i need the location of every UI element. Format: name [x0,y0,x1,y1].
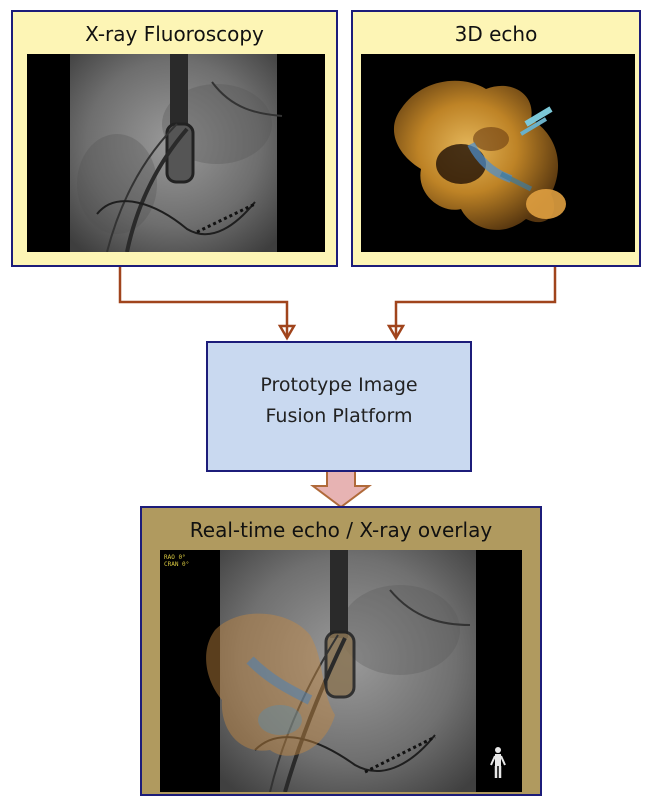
overlay-corner-line2: CRAN 0° [164,561,189,568]
fusion-to-overlay-arrow [313,470,369,507]
fusion-label-line1: Prototype Image [208,370,470,401]
overlay-corner-line1: RAO 0° [164,554,189,561]
3d-echo-image [361,54,635,252]
connector-echo-to-fusion [396,266,555,336]
fusion-label-line2: Fusion Platform [208,401,470,432]
realtime-overlay-image: RAO 0° CRAN 0° [160,550,522,792]
person-orientation-icon [491,747,505,778]
overlay-panel-title: Real-time echo / X-ray overlay [142,518,540,542]
3d-echo-panel: 3D echo [351,10,641,267]
xray-fluoroscopy-image [27,54,325,252]
overlay-corner-annotation: RAO 0° CRAN 0° [164,554,189,568]
fusion-platform-box: Prototype Image Fusion Platform [206,341,472,472]
fusion-platform-label: Prototype Image Fusion Platform [208,370,470,432]
xray-fluoroscopy-panel: X-ray Fluoroscopy [11,10,338,267]
xray-panel-title: X-ray Fluoroscopy [13,22,336,46]
connector-xray-to-fusion [120,266,287,336]
realtime-overlay-panel: Real-time echo / X-ray overlay [140,506,542,796]
echo-panel-title: 3D echo [353,22,639,46]
